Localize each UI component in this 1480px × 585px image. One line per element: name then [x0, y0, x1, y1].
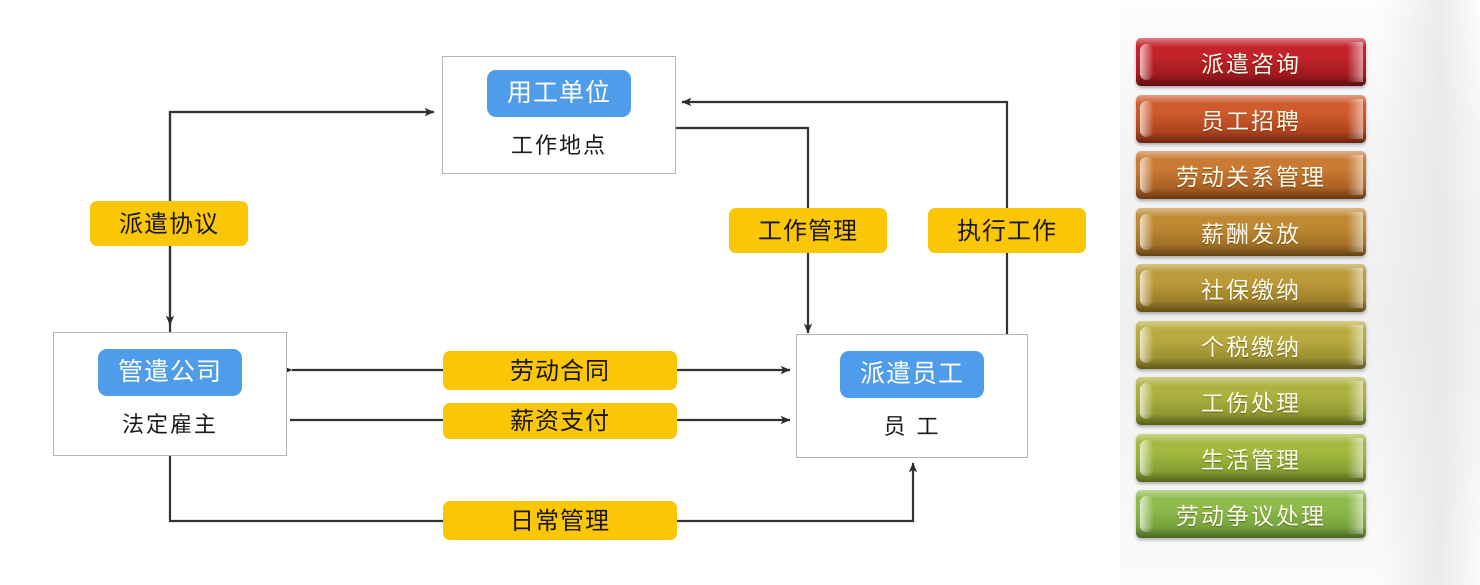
- bevel-top: [1136, 490, 1366, 499]
- service-button-8[interactable]: 生活管理: [1136, 433, 1366, 482]
- bevel-bottom-shadow: [1136, 75, 1366, 86]
- service-button-7[interactable]: 工伤处理: [1136, 377, 1366, 425]
- bevel-top: [1136, 320, 1366, 330]
- service-button-label: 社保缴纳: [1201, 278, 1301, 304]
- service-button-label: 派遣咨询: [1201, 52, 1301, 78]
- bevel-left-highlight: [1140, 157, 1153, 193]
- bevel-left-highlight: [1140, 270, 1153, 306]
- service-button-label: 员工招聘: [1201, 108, 1301, 135]
- service-button-label: 生活管理: [1201, 447, 1301, 474]
- edge-label-daily-management-text: 日常管理: [510, 506, 610, 535]
- bevel-top: [1136, 94, 1366, 104]
- edge-label-perform-work[interactable]: 执行工作: [928, 208, 1086, 253]
- service-button-1[interactable]: 派遣咨询: [1136, 38, 1366, 86]
- bevel-left-highlight: [1140, 326, 1153, 363]
- service-button-label: 工伤处理: [1201, 391, 1301, 417]
- service-button-label: 劳动争议处理: [1176, 504, 1326, 530]
- node-dispatched-worker[interactable]: 派遣员工 员 工: [796, 334, 1028, 458]
- bevel-bottom-shadow: [1136, 188, 1366, 199]
- node-employer-title: 用工单位: [486, 70, 631, 117]
- service-button-9[interactable]: 劳动争议处理: [1136, 490, 1366, 538]
- node-dispatch-company[interactable]: 管遣公司 法定雇主: [53, 332, 287, 456]
- bevel-left-highlight: [1140, 100, 1153, 137]
- bevel-right-highlight: [1347, 494, 1363, 534]
- edge-label-dispatch-agreement-text: 派遣协议: [119, 209, 219, 238]
- bevel-left-highlight: [1140, 439, 1153, 476]
- edge-label-salary-payment-text: 薪资支付: [510, 407, 610, 435]
- bevel-right-highlight: [1347, 381, 1363, 421]
- bevel-bottom-shadow: [1136, 131, 1366, 143]
- bevel-top: [1136, 207, 1366, 217]
- service-button-4[interactable]: 薪酬发放: [1136, 207, 1366, 256]
- bevel-right-highlight: [1347, 98, 1363, 139]
- service-button-5[interactable]: 社保缴纳: [1136, 264, 1366, 312]
- edge-label-daily-management[interactable]: 日常管理: [443, 501, 677, 540]
- node-dispatched-worker-title: 派遣员工: [839, 351, 984, 398]
- bevel-left-highlight: [1140, 213, 1153, 250]
- bevel-right-highlight: [1347, 437, 1363, 478]
- bevel-bottom-shadow: [1136, 414, 1366, 425]
- edge-label-perform-work-text: 执行工作: [957, 216, 1057, 245]
- node-dispatch-company-subtitle: 法定雇主: [121, 413, 218, 438]
- node-employer[interactable]: 用工单位 工作地点: [442, 56, 676, 174]
- bevel-bottom-shadow: [1136, 527, 1366, 538]
- edge-label-dispatch-agreement[interactable]: 派遣协议: [90, 201, 248, 246]
- edge-label-work-management[interactable]: 工作管理: [729, 208, 887, 253]
- bevel-right-highlight: [1347, 324, 1363, 365]
- service-button-label: 个税缴纳: [1201, 334, 1301, 361]
- node-employer-subtitle: 工作地点: [510, 134, 607, 159]
- bevel-right-highlight: [1347, 155, 1363, 195]
- bevel-top: [1136, 264, 1366, 273]
- edge-label-work-management-text: 工作管理: [758, 216, 858, 245]
- node-dispatch-company-title: 管遣公司: [97, 349, 242, 396]
- bevel-bottom-shadow: [1136, 301, 1366, 312]
- bevel-top: [1136, 433, 1366, 443]
- bevel-top: [1136, 377, 1366, 386]
- bevel-left-highlight: [1140, 496, 1153, 532]
- service-button-label: 劳动关系管理: [1176, 165, 1326, 191]
- bevel-top: [1136, 38, 1366, 47]
- service-button-6[interactable]: 个税缴纳: [1136, 320, 1366, 369]
- bevel-bottom-shadow: [1136, 357, 1366, 369]
- node-dispatched-worker-subtitle: 员 工: [883, 415, 941, 440]
- bevel-right-highlight: [1347, 211, 1363, 252]
- bevel-left-highlight: [1140, 44, 1153, 80]
- edge-label-labor-contract[interactable]: 劳动合同: [443, 351, 677, 390]
- bevel-top: [1136, 151, 1366, 160]
- edge-label-salary-payment[interactable]: 薪资支付: [443, 403, 677, 439]
- bevel-bottom-shadow: [1136, 470, 1366, 482]
- edge-label-labor-contract-text: 劳动合同: [510, 356, 610, 385]
- service-button-label: 薪酬发放: [1201, 221, 1301, 248]
- service-button-3[interactable]: 劳动关系管理: [1136, 151, 1366, 199]
- service-button-2[interactable]: 员工招聘: [1136, 94, 1366, 143]
- bevel-right-highlight: [1347, 42, 1363, 82]
- bevel-left-highlight: [1140, 383, 1153, 419]
- bevel-right-highlight: [1347, 268, 1363, 308]
- bevel-bottom-shadow: [1136, 244, 1366, 256]
